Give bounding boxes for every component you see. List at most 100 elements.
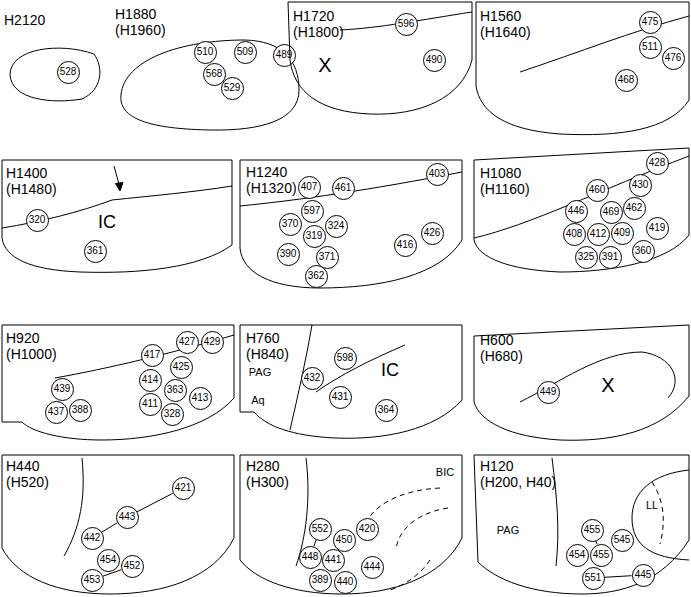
section-outline: H1720 (H1800)596490 bbox=[286, 0, 474, 120]
section-border bbox=[2, 325, 234, 440]
section-outline: H920 (H1000)4274294174254143634394114134… bbox=[0, 322, 236, 446]
track-line bbox=[102, 523, 117, 532]
site-number: 453 bbox=[84, 575, 101, 585]
recording-site: 528 bbox=[57, 61, 80, 84]
recording-site: 441 bbox=[322, 549, 345, 572]
section-border bbox=[240, 325, 462, 438]
boundary-line bbox=[396, 508, 448, 550]
section-outline: H600 (H680)449 bbox=[474, 322, 691, 444]
site-number: 437 bbox=[48, 407, 65, 417]
site-number: 462 bbox=[626, 203, 643, 213]
recording-site: 437 bbox=[45, 401, 68, 424]
recording-site: 468 bbox=[615, 69, 638, 92]
site-number: 445 bbox=[635, 570, 652, 580]
recording-site: 490 bbox=[423, 49, 446, 72]
site-number: 409 bbox=[614, 228, 631, 238]
site-number: 446 bbox=[568, 206, 585, 216]
site-number: 475 bbox=[642, 17, 659, 27]
site-number: 421 bbox=[175, 483, 192, 493]
region-mark: X bbox=[601, 375, 614, 395]
recording-site: 389 bbox=[309, 569, 332, 592]
recording-site: 420 bbox=[356, 518, 379, 541]
boundary-line bbox=[366, 488, 440, 524]
region-label: LL bbox=[646, 500, 658, 511]
site-number: 598 bbox=[337, 353, 354, 363]
site-number: 420 bbox=[359, 524, 376, 534]
recording-site: 529 bbox=[221, 77, 244, 100]
recording-site: 444 bbox=[361, 556, 384, 579]
boundary-line bbox=[520, 352, 675, 402]
site-number: 440 bbox=[337, 577, 354, 587]
recording-site: 421 bbox=[172, 477, 195, 500]
section-outline: H1560 (H1640) 475 511476 468 bbox=[474, 0, 691, 140]
site-number: 432 bbox=[304, 373, 321, 383]
site-number: 509 bbox=[237, 47, 254, 57]
recording-site: 390 bbox=[277, 243, 300, 266]
site-number: 371 bbox=[319, 252, 336, 262]
recording-site: 320 bbox=[26, 209, 49, 232]
site-number: 452 bbox=[124, 561, 141, 571]
recording-site: 545 bbox=[611, 529, 634, 552]
recording-site: 597 bbox=[301, 200, 324, 223]
recording-site: 428 bbox=[646, 152, 669, 175]
track-line bbox=[314, 540, 316, 546]
site-number: 425 bbox=[173, 362, 190, 372]
section-border bbox=[288, 2, 472, 114]
site-number: 370 bbox=[282, 219, 299, 229]
section-border bbox=[240, 455, 462, 594]
recording-site: 425 bbox=[170, 356, 193, 379]
recording-site: 411 bbox=[139, 393, 162, 416]
section-heading: H920 (H1000) bbox=[6, 330, 66, 362]
section-heading: H2120 bbox=[4, 12, 64, 28]
boundary-line bbox=[116, 183, 124, 192]
recording-site: 431 bbox=[329, 386, 352, 409]
recording-site: 416 bbox=[394, 234, 417, 257]
site-number: 468 bbox=[618, 75, 635, 85]
recording-site: 449 bbox=[537, 381, 560, 404]
section-heading: H1400 (H1480) bbox=[6, 165, 66, 197]
site-number: 408 bbox=[566, 229, 583, 239]
recording-site: 489 bbox=[273, 44, 296, 67]
site-number: 476 bbox=[665, 53, 682, 63]
site-number: 416 bbox=[397, 240, 414, 250]
section-outline: H760 (H840)598432431364 bbox=[238, 322, 464, 444]
site-number: 417 bbox=[144, 350, 161, 360]
site-number: 545 bbox=[614, 535, 631, 545]
recording-site: 325 bbox=[575, 246, 598, 269]
recording-site: 475 bbox=[639, 11, 662, 34]
section-outline: H1400 (H1480)320361 bbox=[0, 158, 236, 276]
recording-site: 461 bbox=[332, 177, 355, 200]
site-number: 426 bbox=[424, 228, 441, 238]
recording-site: 450 bbox=[333, 529, 356, 552]
site-number: 328 bbox=[164, 409, 181, 419]
site-number: 449 bbox=[540, 387, 557, 397]
recording-site: 445 bbox=[632, 564, 655, 587]
recording-site: 427 bbox=[176, 331, 199, 354]
recording-site: 452 bbox=[121, 555, 144, 578]
site-number: 325 bbox=[578, 252, 595, 262]
recording-site: 442 bbox=[81, 527, 104, 550]
recording-site: 439 bbox=[51, 378, 74, 401]
recording-site: 413 bbox=[189, 387, 212, 410]
recording-site: 443 bbox=[116, 506, 139, 529]
site-number: 412 bbox=[590, 229, 607, 239]
region-label: IC bbox=[98, 213, 116, 231]
recording-site: 319 bbox=[303, 225, 326, 248]
region-label: IC bbox=[381, 361, 399, 379]
section-heading: H1560 (H1640) bbox=[480, 8, 540, 40]
track-line bbox=[137, 493, 173, 511]
site-number: 454 bbox=[100, 555, 117, 565]
section-border bbox=[121, 40, 299, 130]
site-number: 455 bbox=[584, 525, 601, 535]
site-number: 362 bbox=[308, 271, 325, 281]
section-border bbox=[10, 48, 100, 101]
section-border bbox=[474, 455, 689, 594]
recording-site: 455 bbox=[590, 544, 613, 567]
section-heading: H1240 (H1320) bbox=[246, 164, 306, 196]
recording-site: 511 bbox=[639, 36, 662, 59]
site-number: 490 bbox=[426, 55, 443, 65]
recording-site: 407 bbox=[298, 176, 321, 199]
recording-site: 440 bbox=[334, 571, 357, 594]
recording-site: 448 bbox=[299, 546, 322, 569]
